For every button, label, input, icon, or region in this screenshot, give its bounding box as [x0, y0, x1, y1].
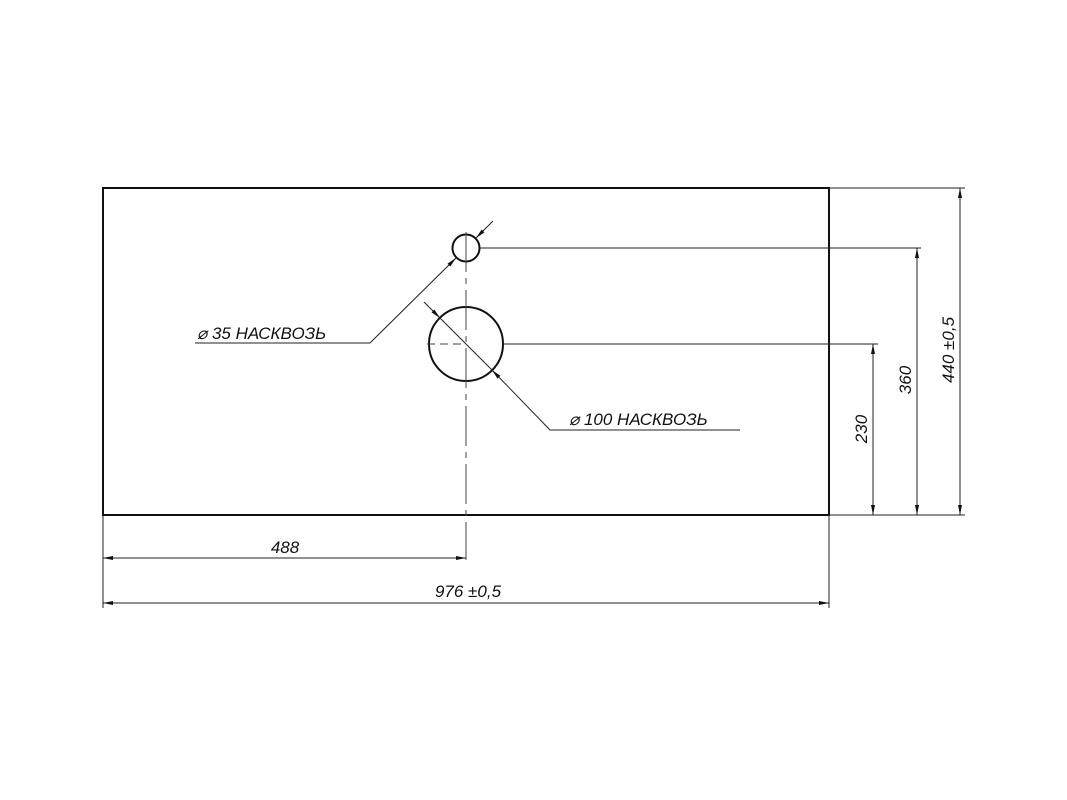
leader-small-hole	[195, 257, 457, 344]
hole-small-label: ⌀ 35 НАСКВОЗЬ	[197, 324, 326, 343]
dim-label-976: 976 ±0,5	[435, 582, 502, 601]
dim-label-360: 360	[896, 365, 915, 394]
leader-large-hole-arrow	[423, 301, 441, 319]
hole-large-label: ⌀ 100 НАСКВОЗЬ	[569, 410, 708, 429]
dim-label-440: 440 ±0,5	[939, 316, 958, 383]
leader-large-hole-diameter	[439, 317, 493, 371]
leader-large-hole	[491, 369, 740, 431]
leader-small-hole-arrow	[475, 220, 494, 239]
dim-label-230: 230	[852, 414, 871, 444]
dim-label-488: 488	[271, 538, 300, 557]
